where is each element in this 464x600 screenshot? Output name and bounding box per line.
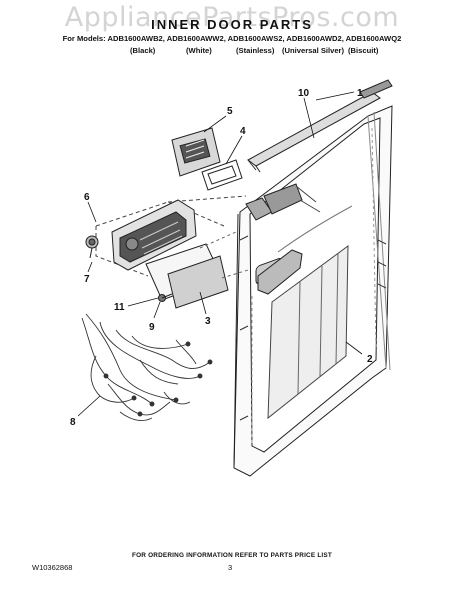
control-module [111,199,197,271]
watermark: AppliancePartsPros.com [64,2,400,33]
control-board-panel [145,231,249,309]
callout-9: 9 [149,322,155,333]
ordering-note: FOR ORDERING INFORMATION REFER TO PARTS … [132,552,332,559]
callout-1: 1 [357,88,363,99]
callout-3: 3 [205,316,211,327]
callout-8: 8 [70,417,76,428]
callout-4: 4 [240,126,246,137]
callout-10: 10 [298,88,310,99]
callout-6: 6 [84,192,90,203]
screw [158,293,173,302]
switch-housing [171,127,221,177]
callout-5: 5 [227,106,233,117]
switch-gasket [201,159,243,191]
color-white: (White) [186,46,212,55]
callout-7: 7 [84,274,90,285]
document-id: W10362868 [32,563,73,572]
page-title: INNER DOOR PARTS [151,17,313,32]
door-gasket-strip [247,79,393,173]
inner-door-panel [233,105,393,477]
color-biscuit: (Biscuit) [348,46,379,55]
wire-harness [81,313,213,421]
color-universal-silver: (Universal Silver) [282,46,345,55]
color-black: (Black) [130,46,156,55]
callout-2: 2 [367,354,373,365]
model-list: For Models: ADB1600AWB2, ADB1600AWW2, AD… [62,34,402,43]
page-number: 3 [228,563,233,572]
control-knob [85,235,99,259]
color-stainless: (Stainless) [236,46,275,55]
callout-11: 11 [114,302,125,313]
